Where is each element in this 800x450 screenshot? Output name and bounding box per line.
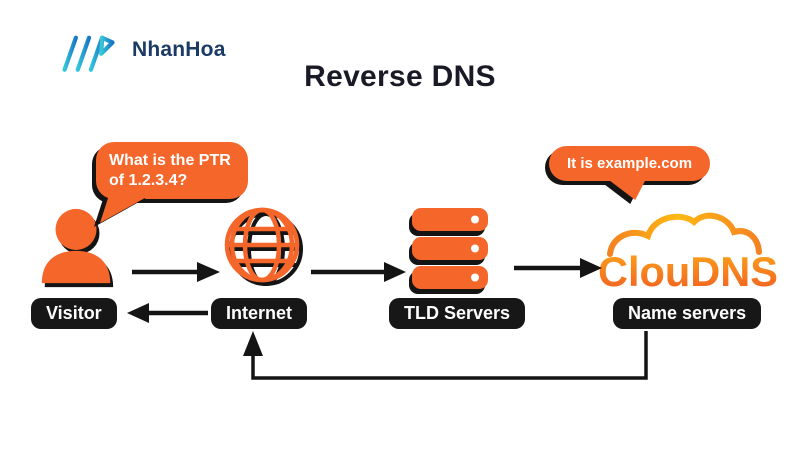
internet-label: Internet (211, 298, 308, 329)
answer-text: It is example.com (567, 155, 693, 172)
cloudns-wordmark: ClouDNS (598, 248, 778, 294)
visitor-label: Visitor (31, 298, 117, 329)
tld-servers-label: TLD Servers (389, 298, 526, 329)
nhanhoa-logo-icon (62, 35, 115, 72)
cloud-outline-icon (607, 212, 762, 257)
brand: NhanHoa (58, 26, 226, 74)
internet-globe-icon (224, 207, 303, 286)
arrow-nameservers-to-internet (243, 331, 648, 380)
cloudns-logo: ClouDNS (598, 212, 778, 294)
arrow-internet-to-visitor (127, 303, 208, 323)
tld-server-stack-icon (409, 208, 488, 294)
arrow-tld-to-nameservers (514, 258, 602, 278)
answer-speech-bubble: It is example.com (549, 146, 711, 204)
arrow-visitor-to-internet (132, 262, 220, 282)
question-line1: What is the PTR (109, 152, 231, 169)
question-speech-bubble: What is the PTR of 1.2.3.4? (94, 142, 248, 228)
brand-name: NhanHoa (132, 38, 226, 61)
question-line2: of 1.2.3.4? (109, 171, 188, 189)
visitor-person-icon (41, 208, 114, 288)
page-title: Reverse DNS (304, 60, 496, 93)
arrow-internet-to-tld (311, 262, 406, 282)
name-servers-label: Name servers (613, 298, 762, 329)
